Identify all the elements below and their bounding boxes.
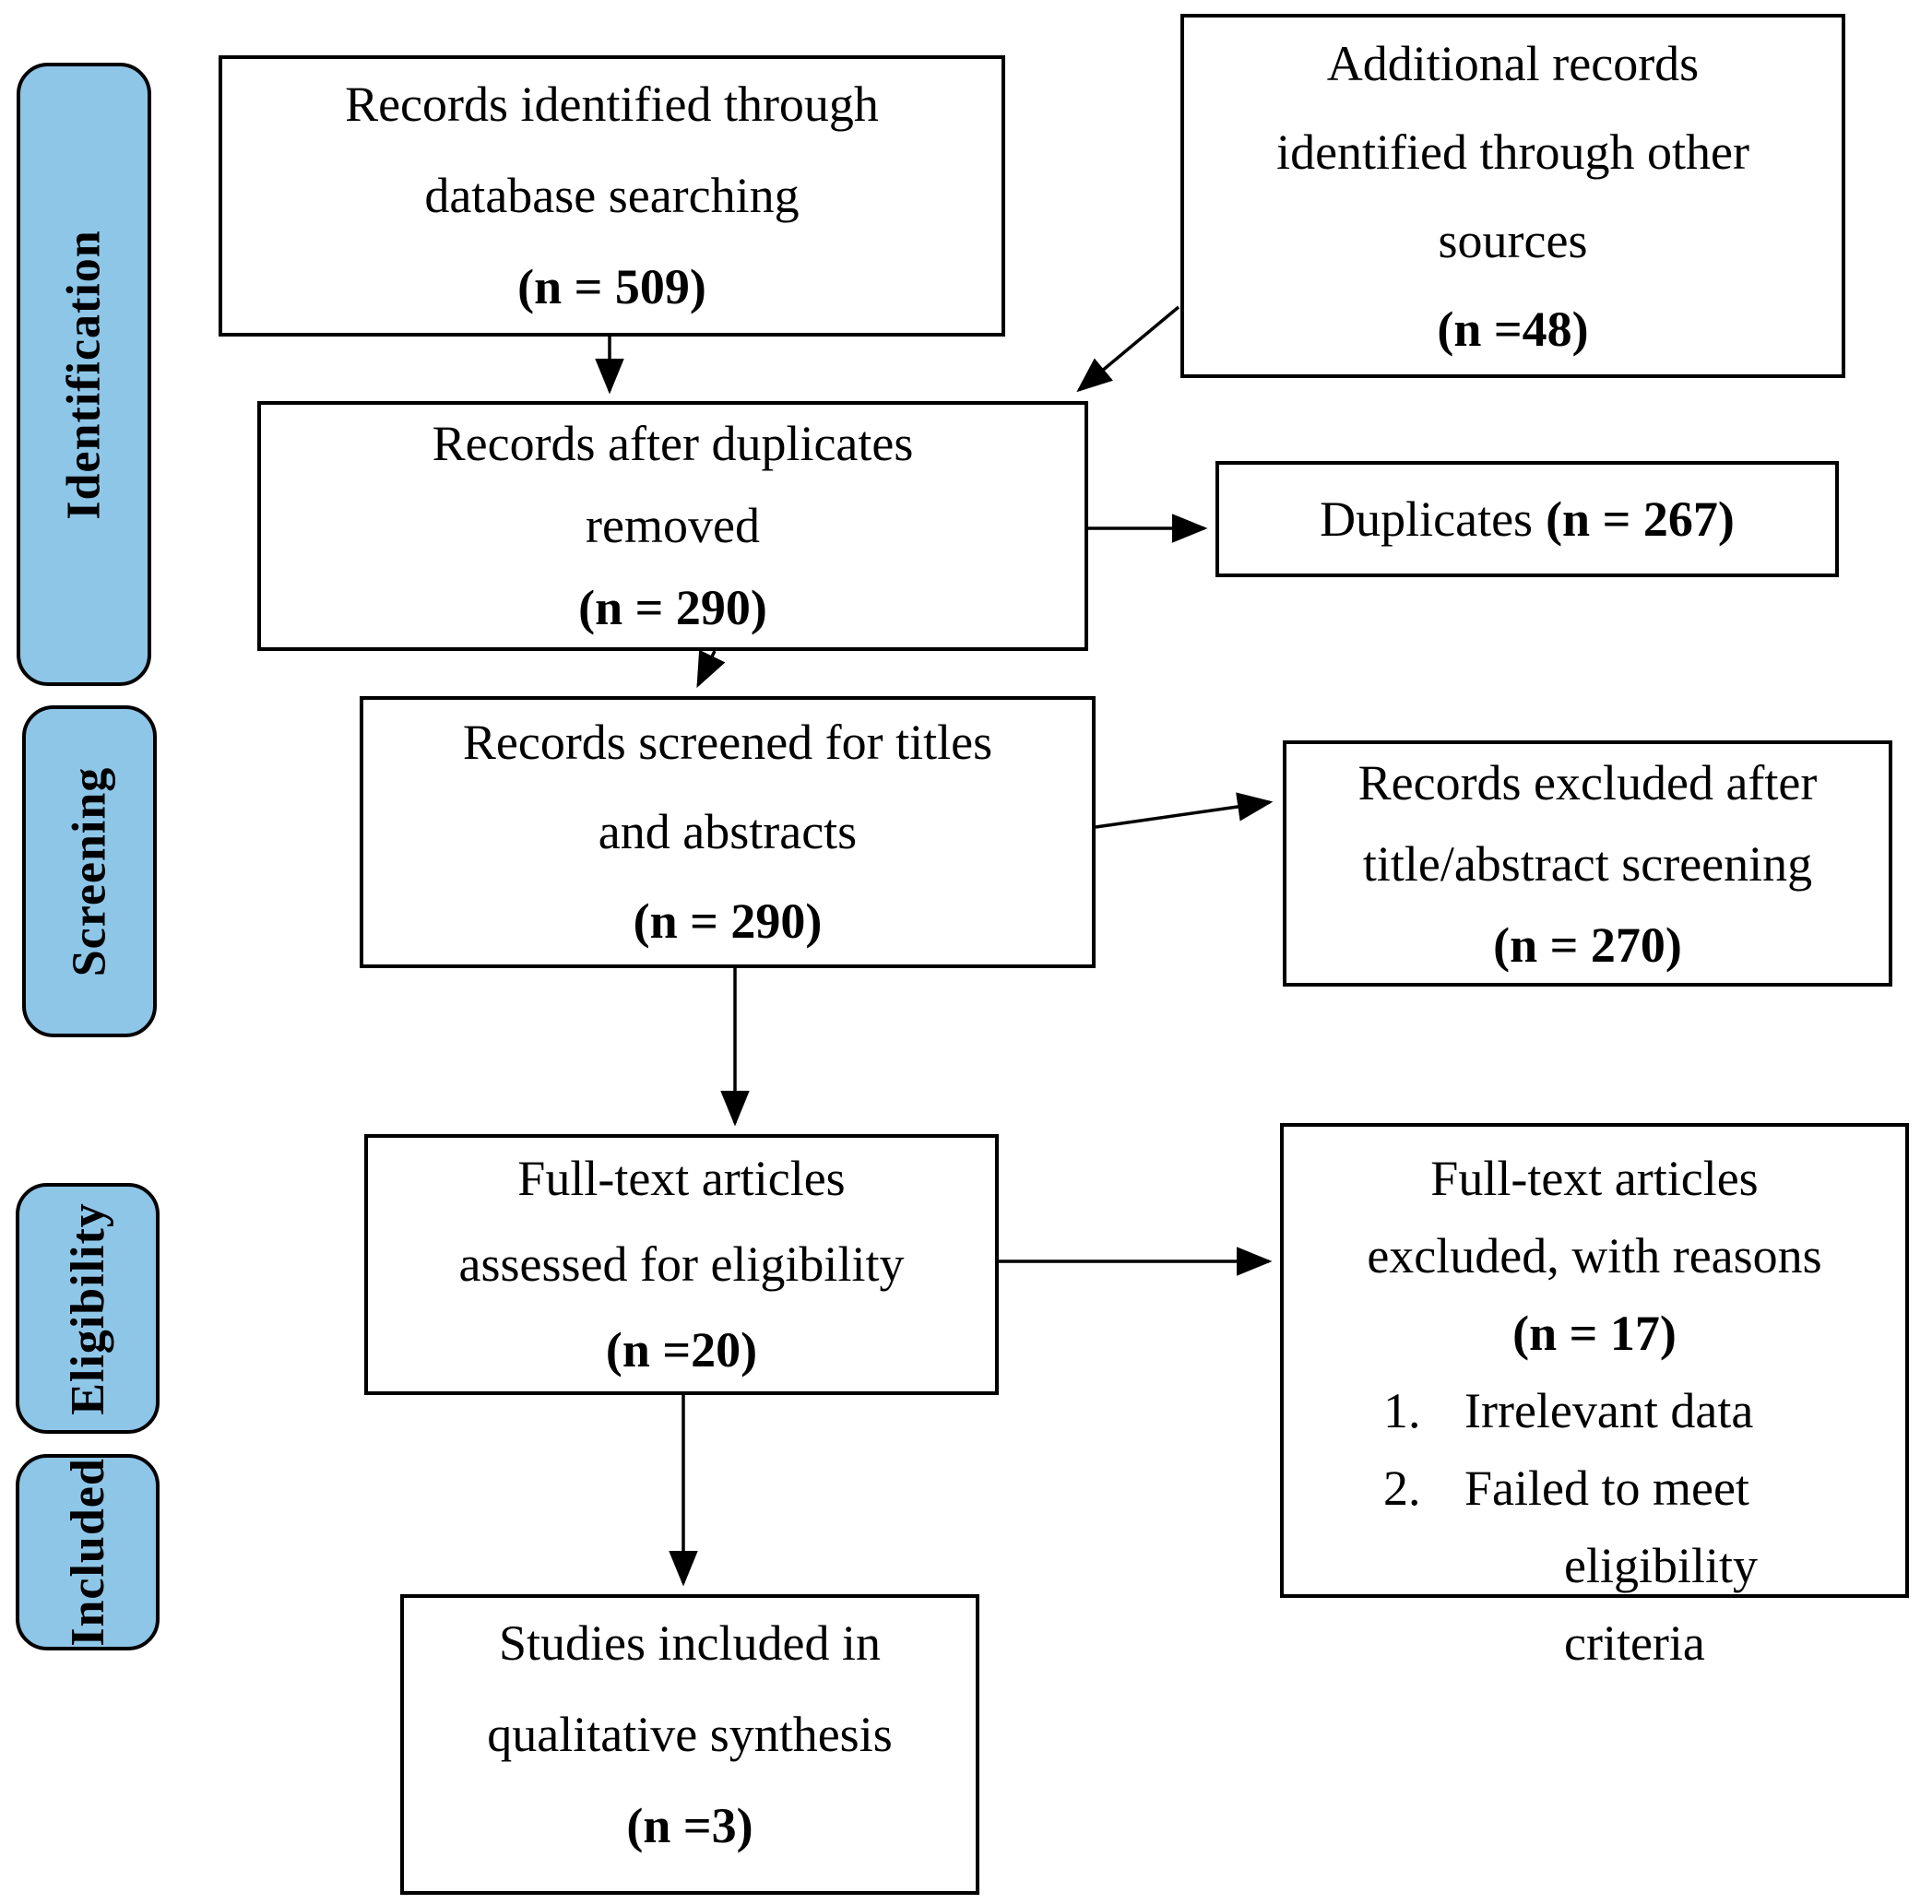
stage-identification: Identification: [17, 63, 151, 686]
box-text-line: excluded, with reasons: [1367, 1228, 1822, 1283]
box-n-value: (n = 267): [1546, 491, 1735, 547]
stage-eligibility-label: Eligibility: [61, 1201, 114, 1415]
reason-text: Irrelevant data: [1464, 1383, 1754, 1438]
box-n-value: (n = 290): [633, 893, 823, 949]
box-studies-included: Studies included in qualitative synthesi…: [400, 1594, 979, 1895]
box-text-line: and abstracts: [598, 804, 858, 859]
box-records-screened: Records screened for titles and abstract…: [360, 696, 1096, 968]
box-text-line: identified through other: [1276, 124, 1749, 180]
box-text-line: Full-text articles: [1430, 1151, 1759, 1206]
stage-screening: Screening: [22, 705, 157, 1037]
box-n-value: (n = 270): [1493, 917, 1682, 973]
box-fulltext-excluded: Full-text articles excluded, with reason…: [1280, 1123, 1909, 1671]
box-text-line: Studies included in: [499, 1614, 881, 1671]
stage-identification-label: Identification: [57, 229, 111, 520]
reason-text: Failed to meet: [1464, 1461, 1749, 1516]
stage-included-label: Included: [61, 1458, 114, 1647]
box-after-duplicates: Records after duplicates removed (n = 29…: [257, 401, 1088, 651]
arrow-additional-to-afterduplicates: [1076, 305, 1180, 393]
box-text-line: database searching: [424, 168, 800, 223]
stage-included: Included: [16, 1454, 160, 1650]
box-text-line: assessed for eligibility: [458, 1236, 905, 1292]
arrow-afterduplicates-to-screened: [696, 649, 726, 689]
stage-screening-label: Screening: [63, 766, 116, 976]
box-text-line: sources: [1438, 212, 1588, 268]
box-records-excluded: Records excluded after title/abstract sc…: [1283, 740, 1892, 987]
box-text-line: Duplicates: [1320, 491, 1534, 547]
box-n-value: (n = 17): [1512, 1306, 1677, 1361]
box-text-line: qualitative synthesis: [487, 1706, 893, 1762]
arrow-screened-to-excluded: [1095, 792, 1274, 829]
exclusion-reasons-list: 1. Irrelevant data 2. Failed to meet eli…: [1284, 1372, 1905, 1682]
stage-eligibility: Eligibility: [16, 1183, 160, 1434]
box-n-value: (n =48): [1437, 301, 1589, 357]
box-duplicates: Duplicates (n = 267): [1215, 461, 1839, 577]
exclusion-reason-item: 2. Failed to meet: [1383, 1449, 1905, 1527]
box-text-line: title/abstract screening: [1362, 835, 1813, 892]
box-text-line: removed: [586, 498, 760, 553]
box-records-identified: Records identified through database sear…: [219, 55, 1005, 337]
reason-text-continuation: eligibility criteria: [1564, 1538, 1758, 1671]
reason-number: 1.: [1383, 1383, 1421, 1438]
box-text-line: Records after duplicates: [432, 416, 914, 471]
exclusion-reason-item: 1. Irrelevant data: [1383, 1372, 1905, 1449]
box-n-value: (n =20): [605, 1322, 758, 1378]
box-text-line: Records identified through: [345, 77, 879, 132]
box-text-line: Records excluded after: [1357, 754, 1818, 810]
reason-number: 2.: [1383, 1461, 1421, 1516]
box-n-value: (n = 290): [578, 580, 767, 635]
box-text-line: Additional records: [1326, 35, 1700, 91]
box-text-line: Records screened for titles: [462, 715, 993, 770]
box-additional-records: Additional records identified through ot…: [1180, 14, 1845, 378]
box-text-line: Full-text articles: [517, 1151, 846, 1206]
box-n-value: (n =3): [626, 1797, 753, 1853]
box-n-value: (n = 509): [517, 259, 706, 314]
box-fulltext-assessed: Full-text articles assessed for eligibil…: [364, 1134, 999, 1395]
